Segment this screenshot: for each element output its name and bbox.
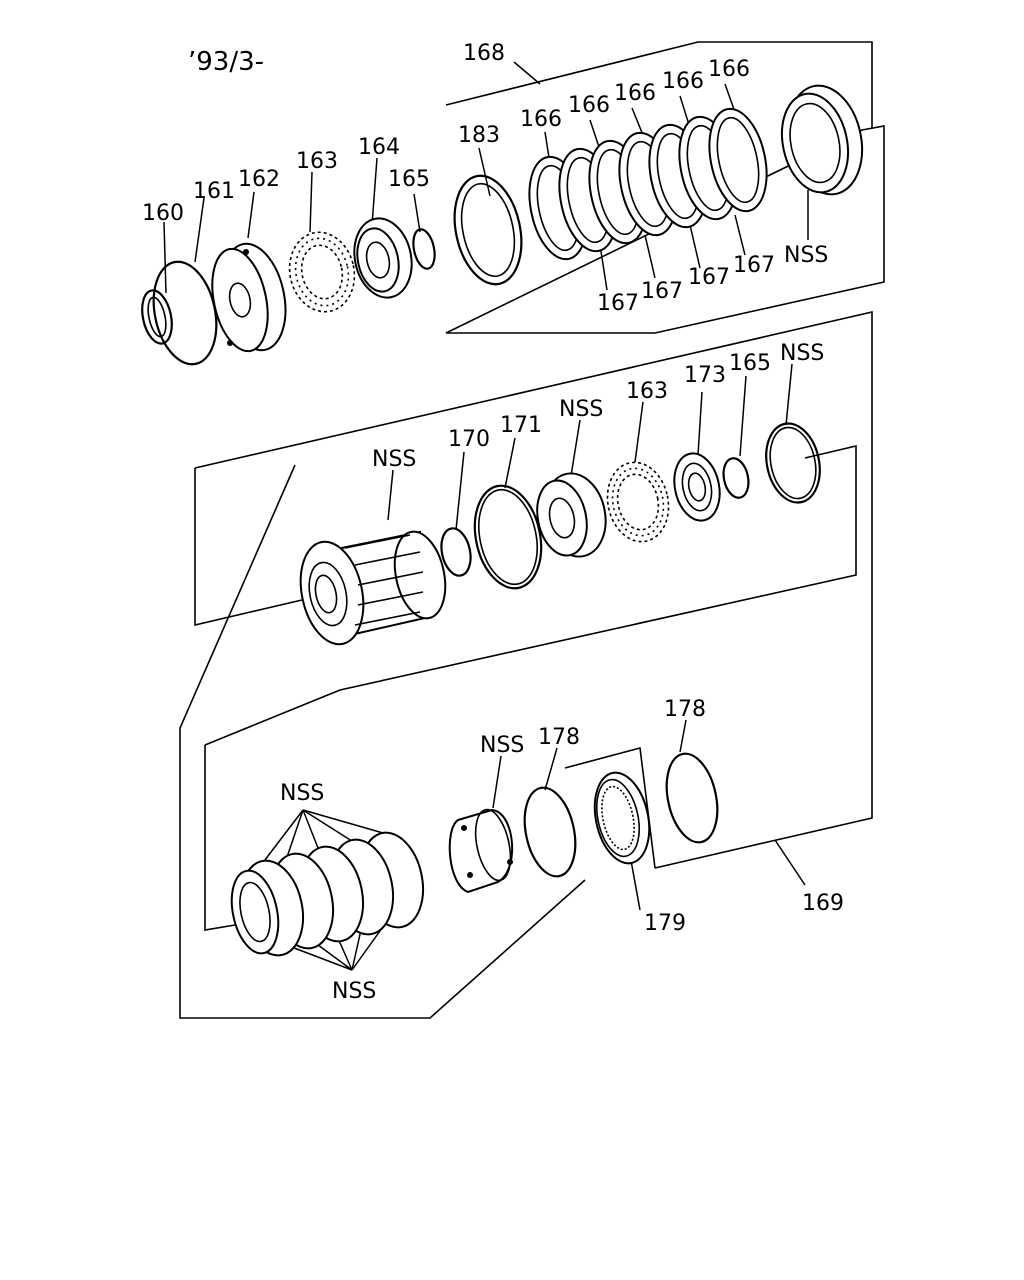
label-163: 163 [626,379,668,404]
label-171: 171 [500,413,542,438]
snap-ring-178-right [665,752,719,844]
spring-retainer-164 [353,217,413,299]
label-167: 167 [733,253,775,278]
group-169-frame [179,310,873,1019]
spring-pack-163-top [288,231,356,313]
label-183: 183 [458,123,500,148]
label-168: 168 [463,41,505,66]
label-164: 164 [358,135,400,160]
pressure-plate-183 [453,174,523,286]
label-166: 166 [568,93,610,118]
piston-nss-mid [536,472,607,558]
label-nss: NSS [332,979,376,1004]
label-178: 178 [538,725,580,750]
label-nss: NSS [559,397,603,422]
snap-ring-165-top [412,228,436,270]
label-173: 173 [684,363,726,388]
label-nss: NSS [280,781,324,806]
label-nss: NSS [780,341,824,366]
snap-ring-nss-mid [765,422,821,504]
snap-ring-160 [141,289,173,345]
label-161: 161 [193,179,235,204]
label-169: 169 [802,891,844,916]
label-nss: NSS [480,733,524,758]
label-163: 163 [296,149,338,174]
label-160: 160 [142,201,184,226]
label-165: 165 [729,351,771,376]
snap-ring-165-mid [722,457,750,499]
label-166: 166 [614,81,656,106]
label-170: 170 [448,427,490,452]
label-178: 178 [664,697,706,722]
label-nss: NSS [784,243,828,268]
spring-pack-163-mid [606,461,670,543]
clutch-pack-nss [230,831,424,957]
seal-171 [473,484,543,590]
band-nss [448,808,514,894]
group-168-frame [445,41,885,334]
piston-162 [211,242,287,353]
sun-gear-drum-nss [299,530,447,646]
snap-ring-178-left [523,786,577,878]
clutch-housing-nss [781,84,864,196]
sprag-179 [593,771,651,865]
clutch-plates-166-167 [528,107,768,261]
o-ring-170 [440,527,472,577]
label-165: 165 [388,167,430,192]
part-labels: 168 183 166 166 166 166 166 167 167 167 … [142,41,844,1004]
label-179: 179 [644,911,686,936]
label-166: 166 [662,69,704,94]
label-166: 166 [520,107,562,132]
label-167: 167 [641,279,683,304]
label-nss: NSS [372,447,416,472]
label-167: 167 [688,265,730,290]
label-162: 162 [238,167,280,192]
version-note: ’93/3- [188,47,264,77]
label-167: 167 [597,291,639,316]
spring-retainer-173 [673,452,721,522]
label-166: 166 [708,57,750,82]
